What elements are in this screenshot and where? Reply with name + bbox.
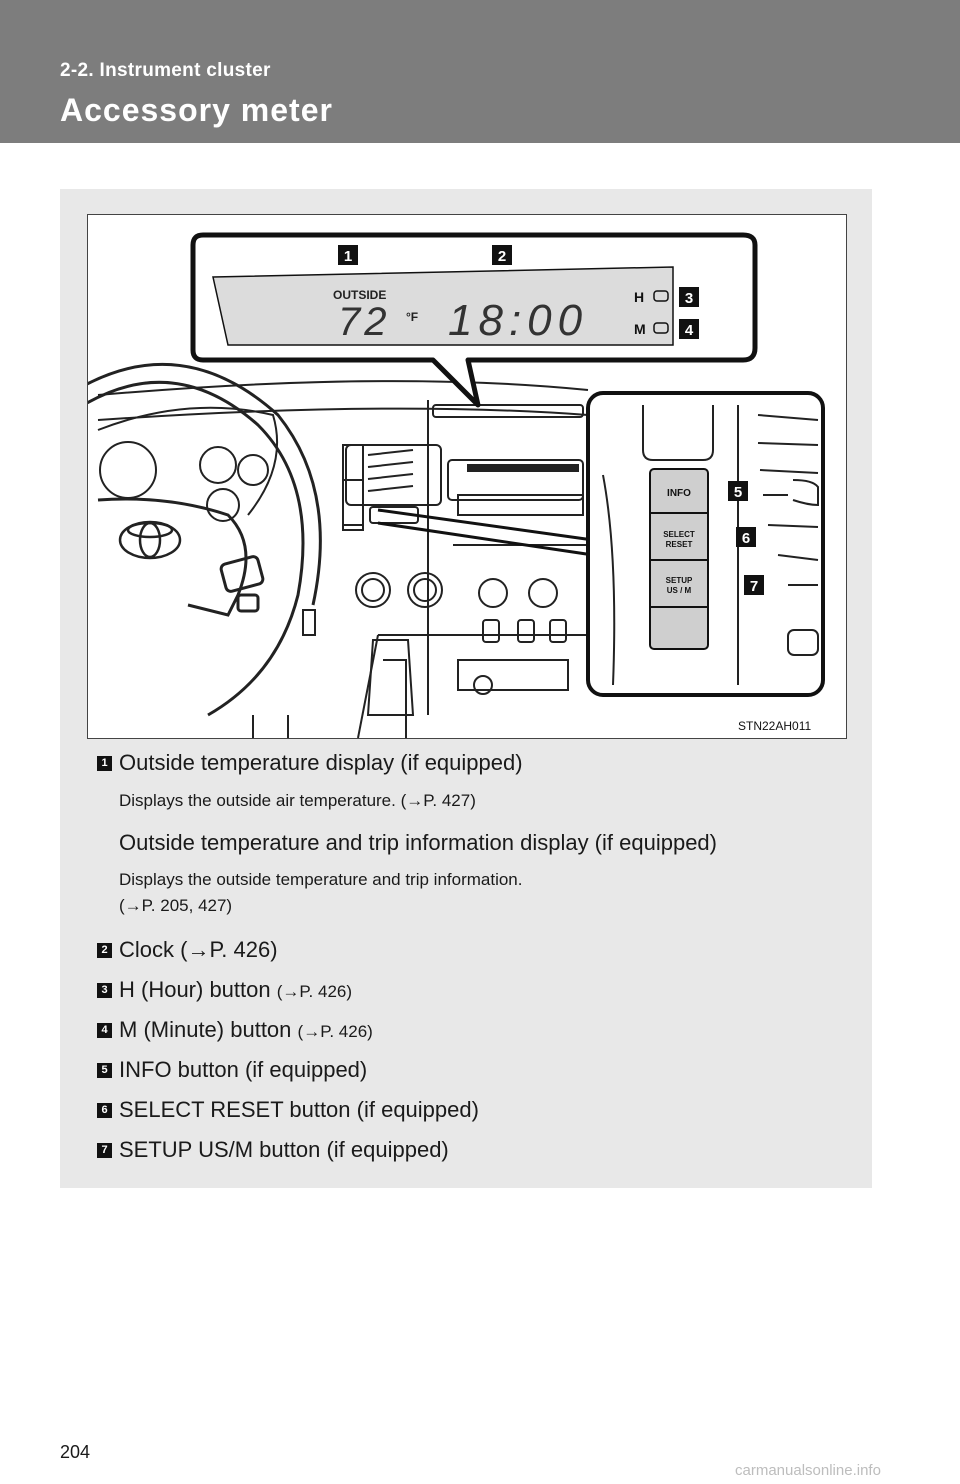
item-label: M (Minute) button — [119, 1017, 292, 1042]
item-label: SELECT RESET button (if equipped) — [119, 1097, 479, 1122]
air-vent — [342, 449, 414, 531]
button-detail-zoom: INFO SELECT RESET SETUP US / M — [586, 391, 825, 697]
setup-button-line1[interactable]: SETUP — [666, 576, 693, 585]
callout-7: 7 — [750, 578, 758, 595]
display-clock: 18:00 — [448, 296, 588, 345]
h-label: H — [634, 289, 644, 305]
item-label: Outside temperature and trip information… — [119, 830, 717, 855]
dashboard-drawing — [97, 380, 589, 738]
item-number: 7 — [97, 1143, 112, 1158]
detail-leader-line — [377, 508, 594, 557]
item-description: Displays the outside temperature and tri… — [119, 870, 523, 889]
callout-4: 4 — [685, 322, 694, 339]
item-reference: (→P. 426) — [276, 982, 353, 1001]
item-description: Displays the outside air temperature. (→… — [119, 791, 476, 810]
display-temperature: 72 — [338, 300, 391, 344]
item-reference: (→P. 426) — [297, 1022, 373, 1041]
section-label: 2-2. Instrument cluster — [60, 60, 271, 81]
gauge-cluster — [97, 406, 279, 522]
toyota-emblem-icon — [118, 520, 182, 560]
dashboard-illustration: OUTSIDE 72 °F 18:00 H M — [87, 214, 847, 739]
item-number: 2 — [97, 943, 112, 958]
display-callout-bubble: OUTSIDE 72 °F 18:00 H M — [190, 232, 758, 408]
item-number: 6 — [97, 1103, 112, 1118]
page-number: 204 — [60, 1442, 91, 1462]
callout-5: 5 — [734, 484, 742, 501]
item-label: Outside temperature display (if equipped… — [119, 750, 523, 775]
figure-code: STN22AH011 — [738, 719, 811, 733]
callout-3: 3 — [685, 290, 693, 307]
item-label: H (Hour) button — [119, 977, 271, 1002]
item-label: INFO button (if equipped) — [119, 1057, 368, 1082]
callout-markers: 1 2 3 4 5 6 7 — [338, 245, 764, 595]
item-label: Clock (→P. 426) — [119, 937, 278, 962]
setup-button-line2[interactable]: US / M — [667, 586, 692, 595]
select-button-line1[interactable]: SELECT — [663, 530, 695, 539]
display-outside-label: OUTSIDE — [333, 288, 386, 302]
m-label: M — [634, 321, 646, 337]
section-header: 2-2. Instrument cluster Accessory meter — [0, 0, 960, 143]
steering-wheel-icon — [88, 362, 322, 717]
select-button-line2[interactable]: RESET — [666, 540, 693, 549]
page-title: Accessory meter — [60, 92, 333, 128]
watermark: carmanualsonline.info — [735, 1462, 881, 1479]
item-label-row: H (Hour) button (→P. 426) — [119, 977, 352, 1003]
item-reference: (→P. 205, 427) — [119, 896, 233, 915]
item-number: 4 — [97, 1023, 112, 1038]
item-label: SETUP US/M button (if equipped) — [119, 1137, 449, 1162]
callout-6: 6 — [742, 530, 750, 547]
item-label-row: M (Minute) button (→P. 426) — [119, 1017, 373, 1043]
info-button[interactable]: INFO — [667, 488, 691, 499]
callout-1: 1 — [344, 248, 352, 265]
display-unit: °F — [406, 310, 418, 324]
h-button[interactable] — [653, 290, 669, 302]
callout-2: 2 — [498, 248, 506, 265]
item-number: 3 — [97, 983, 112, 998]
item-number: 1 — [97, 756, 112, 771]
item-number: 5 — [97, 1063, 112, 1078]
m-button[interactable] — [653, 322, 669, 334]
